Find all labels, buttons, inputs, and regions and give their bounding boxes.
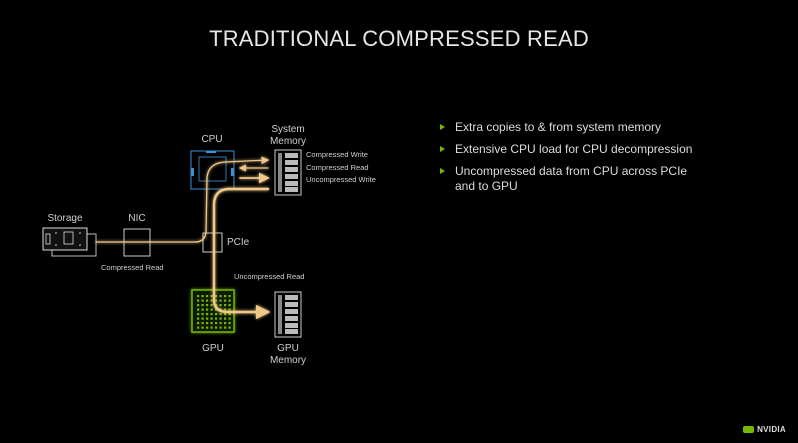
nic-label: NIC bbox=[128, 213, 146, 224]
gpu-core-dot bbox=[215, 313, 218, 316]
gpu-memory-label-line1: GPU bbox=[277, 343, 299, 354]
gpu-core-dot bbox=[219, 304, 222, 307]
system-memory-label-line2: Memory bbox=[269, 136, 307, 147]
compressed-read-nic-label: Compressed Read bbox=[101, 263, 164, 272]
gpu-core-dot bbox=[210, 317, 213, 320]
gpu-core-dot bbox=[201, 308, 204, 311]
gpu-core-dot bbox=[228, 308, 231, 311]
storage-device-icon bbox=[42, 227, 97, 257]
uncompressed-write-label: Uncompressed Write bbox=[306, 175, 376, 184]
gpu-core-dot bbox=[206, 299, 209, 302]
gpu-label: GPU bbox=[202, 343, 224, 354]
compressed-write-label: Compressed Write bbox=[306, 150, 368, 159]
gpu-core-dot bbox=[201, 295, 204, 298]
system-memory-icon bbox=[274, 149, 302, 196]
gpu-core-dot bbox=[219, 295, 222, 298]
gpu-core-dot bbox=[206, 326, 209, 329]
nvidia-logo: NVIDIA bbox=[743, 425, 786, 434]
gpu-core-dot bbox=[201, 326, 204, 329]
system-memory-label-line1: System bbox=[271, 124, 305, 135]
gpu-core-dot bbox=[215, 308, 218, 311]
slide-title: TRADITIONAL COMPRESSED READ bbox=[209, 26, 589, 51]
gpu-core-dot bbox=[224, 322, 227, 325]
gpu-core-dot bbox=[197, 295, 200, 298]
gpu-core-dot bbox=[228, 326, 231, 329]
gpu-core-dot bbox=[224, 326, 227, 329]
nvidia-logo-text: NVIDIA bbox=[757, 425, 786, 434]
gpu-core-dot bbox=[206, 317, 209, 320]
gpu-core-dot bbox=[197, 313, 200, 316]
compressed-read-path bbox=[95, 156, 270, 243]
gpu-core-dot bbox=[215, 299, 218, 302]
gpu-core-dot bbox=[201, 299, 204, 302]
gpu-core-dot bbox=[210, 295, 213, 298]
gpu-core-dot bbox=[219, 322, 222, 325]
gpu-core-dot bbox=[224, 299, 227, 302]
pcie-label: PCIe bbox=[227, 237, 250, 248]
gpu-core-dot bbox=[197, 299, 200, 302]
gpu-core-dot bbox=[197, 308, 200, 311]
gpu-core-dot bbox=[224, 313, 227, 316]
gpu-core-dot bbox=[215, 326, 218, 329]
nvidia-eye-icon bbox=[743, 426, 755, 433]
storage-label: Storage bbox=[47, 213, 83, 224]
pcie-box bbox=[202, 232, 223, 253]
gpu-core-dot bbox=[228, 322, 231, 325]
bullet-item: Extensive CPU load for CPU decompression bbox=[440, 142, 740, 157]
gpu-core-dot bbox=[197, 322, 200, 325]
gpu-core-dot bbox=[197, 317, 200, 320]
gpu-core-dot bbox=[201, 317, 204, 320]
gpu-core-dot bbox=[197, 326, 200, 329]
gpu-core-dot bbox=[219, 317, 222, 320]
gpu-core-dot bbox=[224, 317, 227, 320]
bullet-triangle-icon bbox=[440, 146, 445, 152]
bullet-item: Uncompressed data from CPU across PCIe a… bbox=[440, 164, 705, 194]
gpu-core-dot bbox=[201, 322, 204, 325]
compressed-read-sys-label: Compressed Read bbox=[306, 163, 369, 172]
gpu-core-dot bbox=[219, 299, 222, 302]
gpu-core-dot bbox=[206, 322, 209, 325]
gpu-core-dot bbox=[210, 299, 213, 302]
gpu-core-dot bbox=[206, 308, 209, 311]
gpu-core-dot bbox=[210, 308, 213, 311]
system-memory-label: System Memory bbox=[262, 124, 314, 148]
gpu-core-dot bbox=[206, 295, 209, 298]
gpu-core-dot bbox=[201, 304, 204, 307]
gpu-core-dot bbox=[224, 295, 227, 298]
gpu-core-dot bbox=[228, 317, 231, 320]
bullet-list: Extra copies to & from system memory Ext… bbox=[440, 120, 740, 201]
gpu-core-dot bbox=[228, 313, 231, 316]
gpu-memory-label-line2: Memory bbox=[269, 355, 307, 366]
gpu-memory-label: GPU Memory bbox=[262, 343, 314, 367]
gpu-core-dot bbox=[228, 304, 231, 307]
gpu-memory-icon bbox=[274, 291, 302, 338]
gpu-core-dot bbox=[210, 322, 213, 325]
cpu-chip-icon bbox=[190, 150, 235, 190]
bullet-triangle-icon bbox=[440, 124, 445, 130]
bullet-item: Extra copies to & from system memory bbox=[440, 120, 740, 135]
gpu-core-dot bbox=[206, 304, 209, 307]
cpu-label: CPU bbox=[201, 134, 223, 145]
gpu-core-dot bbox=[197, 304, 200, 307]
gpu-core-dot bbox=[215, 317, 218, 320]
gpu-core-dot bbox=[219, 326, 222, 329]
gpu-core-dot bbox=[215, 322, 218, 325]
gpu-core-dot bbox=[224, 308, 227, 311]
gpu-core-dot bbox=[201, 313, 204, 316]
bullet-triangle-icon bbox=[440, 168, 445, 174]
gpu-core-dot bbox=[210, 326, 213, 329]
gpu-core-dot bbox=[206, 313, 209, 316]
gpu-core-dot bbox=[219, 313, 222, 316]
gpu-core-dot bbox=[210, 304, 213, 307]
gpu-core-dot bbox=[228, 295, 231, 298]
uncompressed-read-label: Uncompressed Read bbox=[234, 272, 305, 281]
gpu-core-dot bbox=[210, 313, 213, 316]
gpu-core-dot bbox=[224, 304, 227, 307]
gpu-core-dot bbox=[228, 299, 231, 302]
gpu-core-dot bbox=[215, 295, 218, 298]
uncompressed-read-path bbox=[212, 187, 271, 320]
